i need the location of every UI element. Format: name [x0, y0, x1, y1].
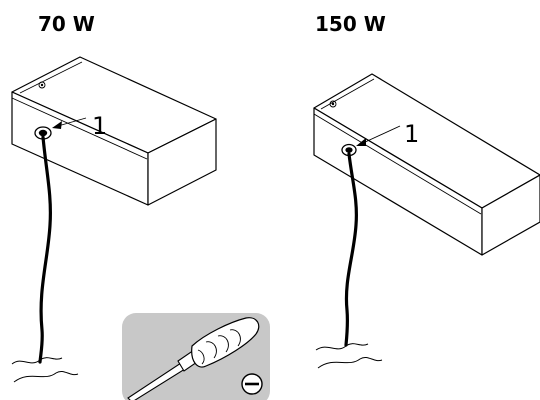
callout-arrow-right [356, 138, 366, 146]
driver-70w: 70 W 1 [11, 12, 217, 383]
callout-leader-right [362, 125, 401, 144]
cable-gland-icon [34, 126, 52, 140]
floor-line-right [315, 343, 383, 369]
power-cable [344, 152, 358, 347]
driver-150w: 150 W 1 [313, 12, 540, 369]
flat-screwdriver-icon [127, 317, 260, 400]
callout-label-right: 1 [404, 120, 419, 148]
driver-box-icon [313, 73, 540, 256]
cable-gland-icon [341, 143, 357, 157]
tool-panel [122, 313, 270, 400]
callout-arrow-left [52, 121, 62, 129]
callout-leader-left [57, 117, 87, 127]
heading-150w: 150 W [315, 12, 386, 36]
floor-line-left [11, 357, 79, 383]
driver-box-icon [11, 56, 217, 206]
callout-label-left: 1 [92, 112, 107, 140]
power-cable [38, 135, 52, 364]
minus-slot-icon [241, 373, 263, 395]
heading-70w: 70 W [38, 12, 95, 36]
